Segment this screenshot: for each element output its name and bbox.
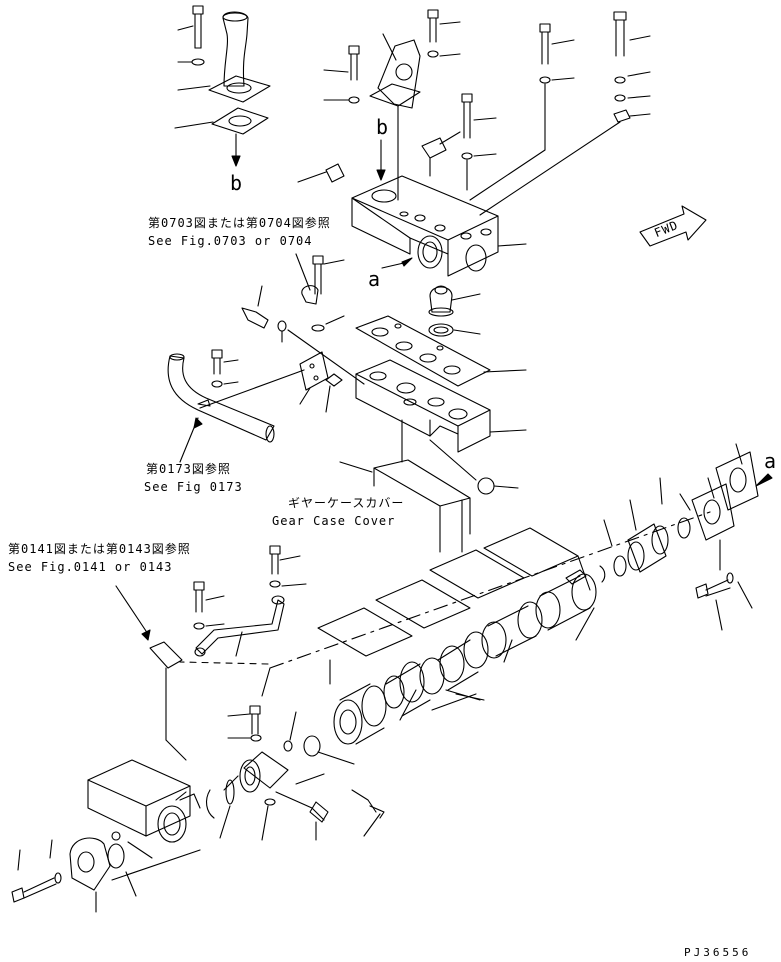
manifold-block — [325, 359, 527, 453]
manifold-gasket — [355, 315, 527, 387]
bolt-and-bracket — [241, 253, 365, 385]
ref-fig-0141-jp: 第0141図または第0143図参照 — [8, 542, 191, 556]
ref-fig-0141-en: See Fig.0141 or 0143 — [8, 560, 173, 574]
bracket-assembly — [323, 33, 421, 201]
callout-a-right: a — [764, 449, 778, 473]
thermostat-housing — [297, 163, 527, 277]
pipe-bracket — [199, 349, 329, 409]
curved-tube — [167, 353, 275, 463]
bolt-group-top-center — [421, 9, 461, 177]
water-pipe-section — [269, 511, 711, 745]
ref-fig-0703-jp: 第0703図または第0704図参照 — [148, 216, 331, 230]
callout-a-left: a — [368, 267, 382, 291]
callout-b-top: b — [376, 115, 390, 139]
callout-b-bottom: b — [230, 171, 244, 195]
elbow-pipe-assembly — [174, 5, 271, 167]
right-pipe-and-flange — [599, 443, 773, 631]
gear-case-cover — [339, 419, 519, 553]
bolt-group-top-right — [461, 11, 651, 216]
lower-left-assembly — [11, 545, 385, 913]
drawing-code: PJ36556 — [684, 946, 752, 959]
gear-case-cover-en: Gear Case Cover — [272, 514, 396, 528]
fwd-arrow-icon — [639, 205, 707, 247]
thermostat — [428, 285, 481, 337]
ref-fig-0703-en: See Fig.0703 or 0704 — [148, 234, 313, 248]
ref-fig-0173-jp: 第0173図参照 — [146, 462, 231, 476]
gear-case-cover-jp: ギヤーケースカバー — [288, 496, 405, 510]
ref-fig-0173-en: See Fig 0173 — [144, 480, 243, 494]
